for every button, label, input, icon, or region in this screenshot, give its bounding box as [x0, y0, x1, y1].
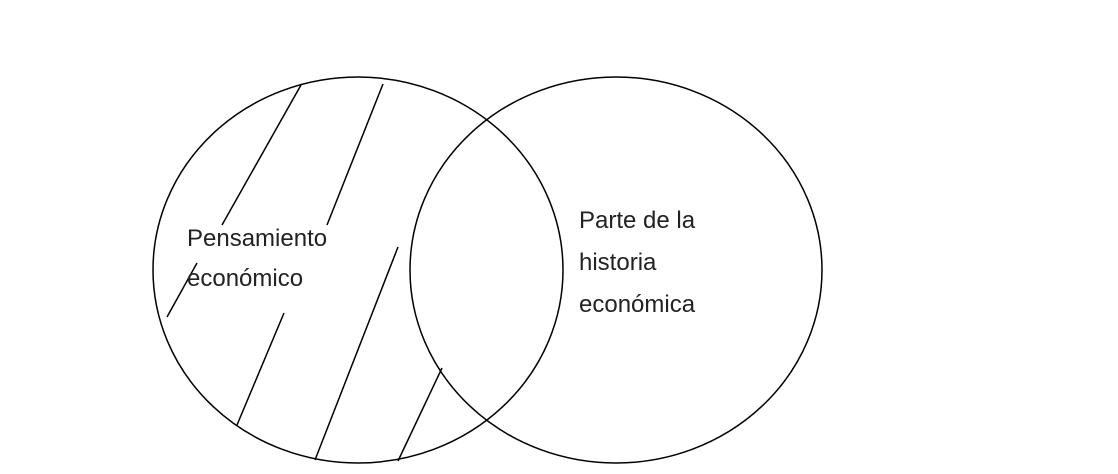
right-label-line: Parte de la: [579, 207, 696, 234]
hatch-lines: [166, 83, 443, 462]
hatch-line: [166, 262, 198, 318]
right-circle: [409, 76, 823, 464]
right-set-label: Parte de la historia económica: [579, 200, 695, 326]
hatch-line: [397, 367, 443, 462]
hatch-line: [314, 246, 399, 461]
hatch-line: [221, 84, 302, 226]
hatch-line: [326, 83, 384, 226]
left-label-line: Pensamiento: [187, 225, 328, 252]
right-label-line: historia: [579, 249, 657, 276]
left-circle: [152, 76, 564, 464]
right-label-line: económica: [579, 291, 696, 318]
left-set-label: Pensamiento económico: [187, 218, 327, 300]
hatch-line: [236, 312, 285, 426]
left-label-line: económico: [187, 265, 304, 292]
